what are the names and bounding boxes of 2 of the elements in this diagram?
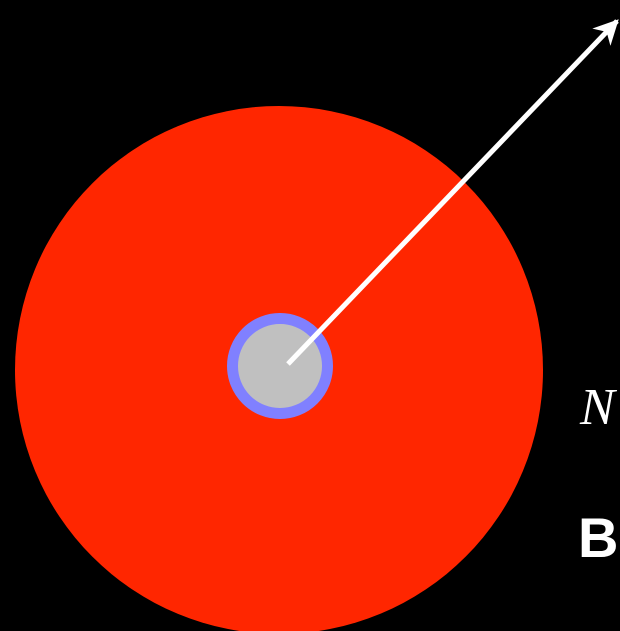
- symbol-label: B: [578, 505, 618, 570]
- symbol-label: N: [580, 378, 615, 437]
